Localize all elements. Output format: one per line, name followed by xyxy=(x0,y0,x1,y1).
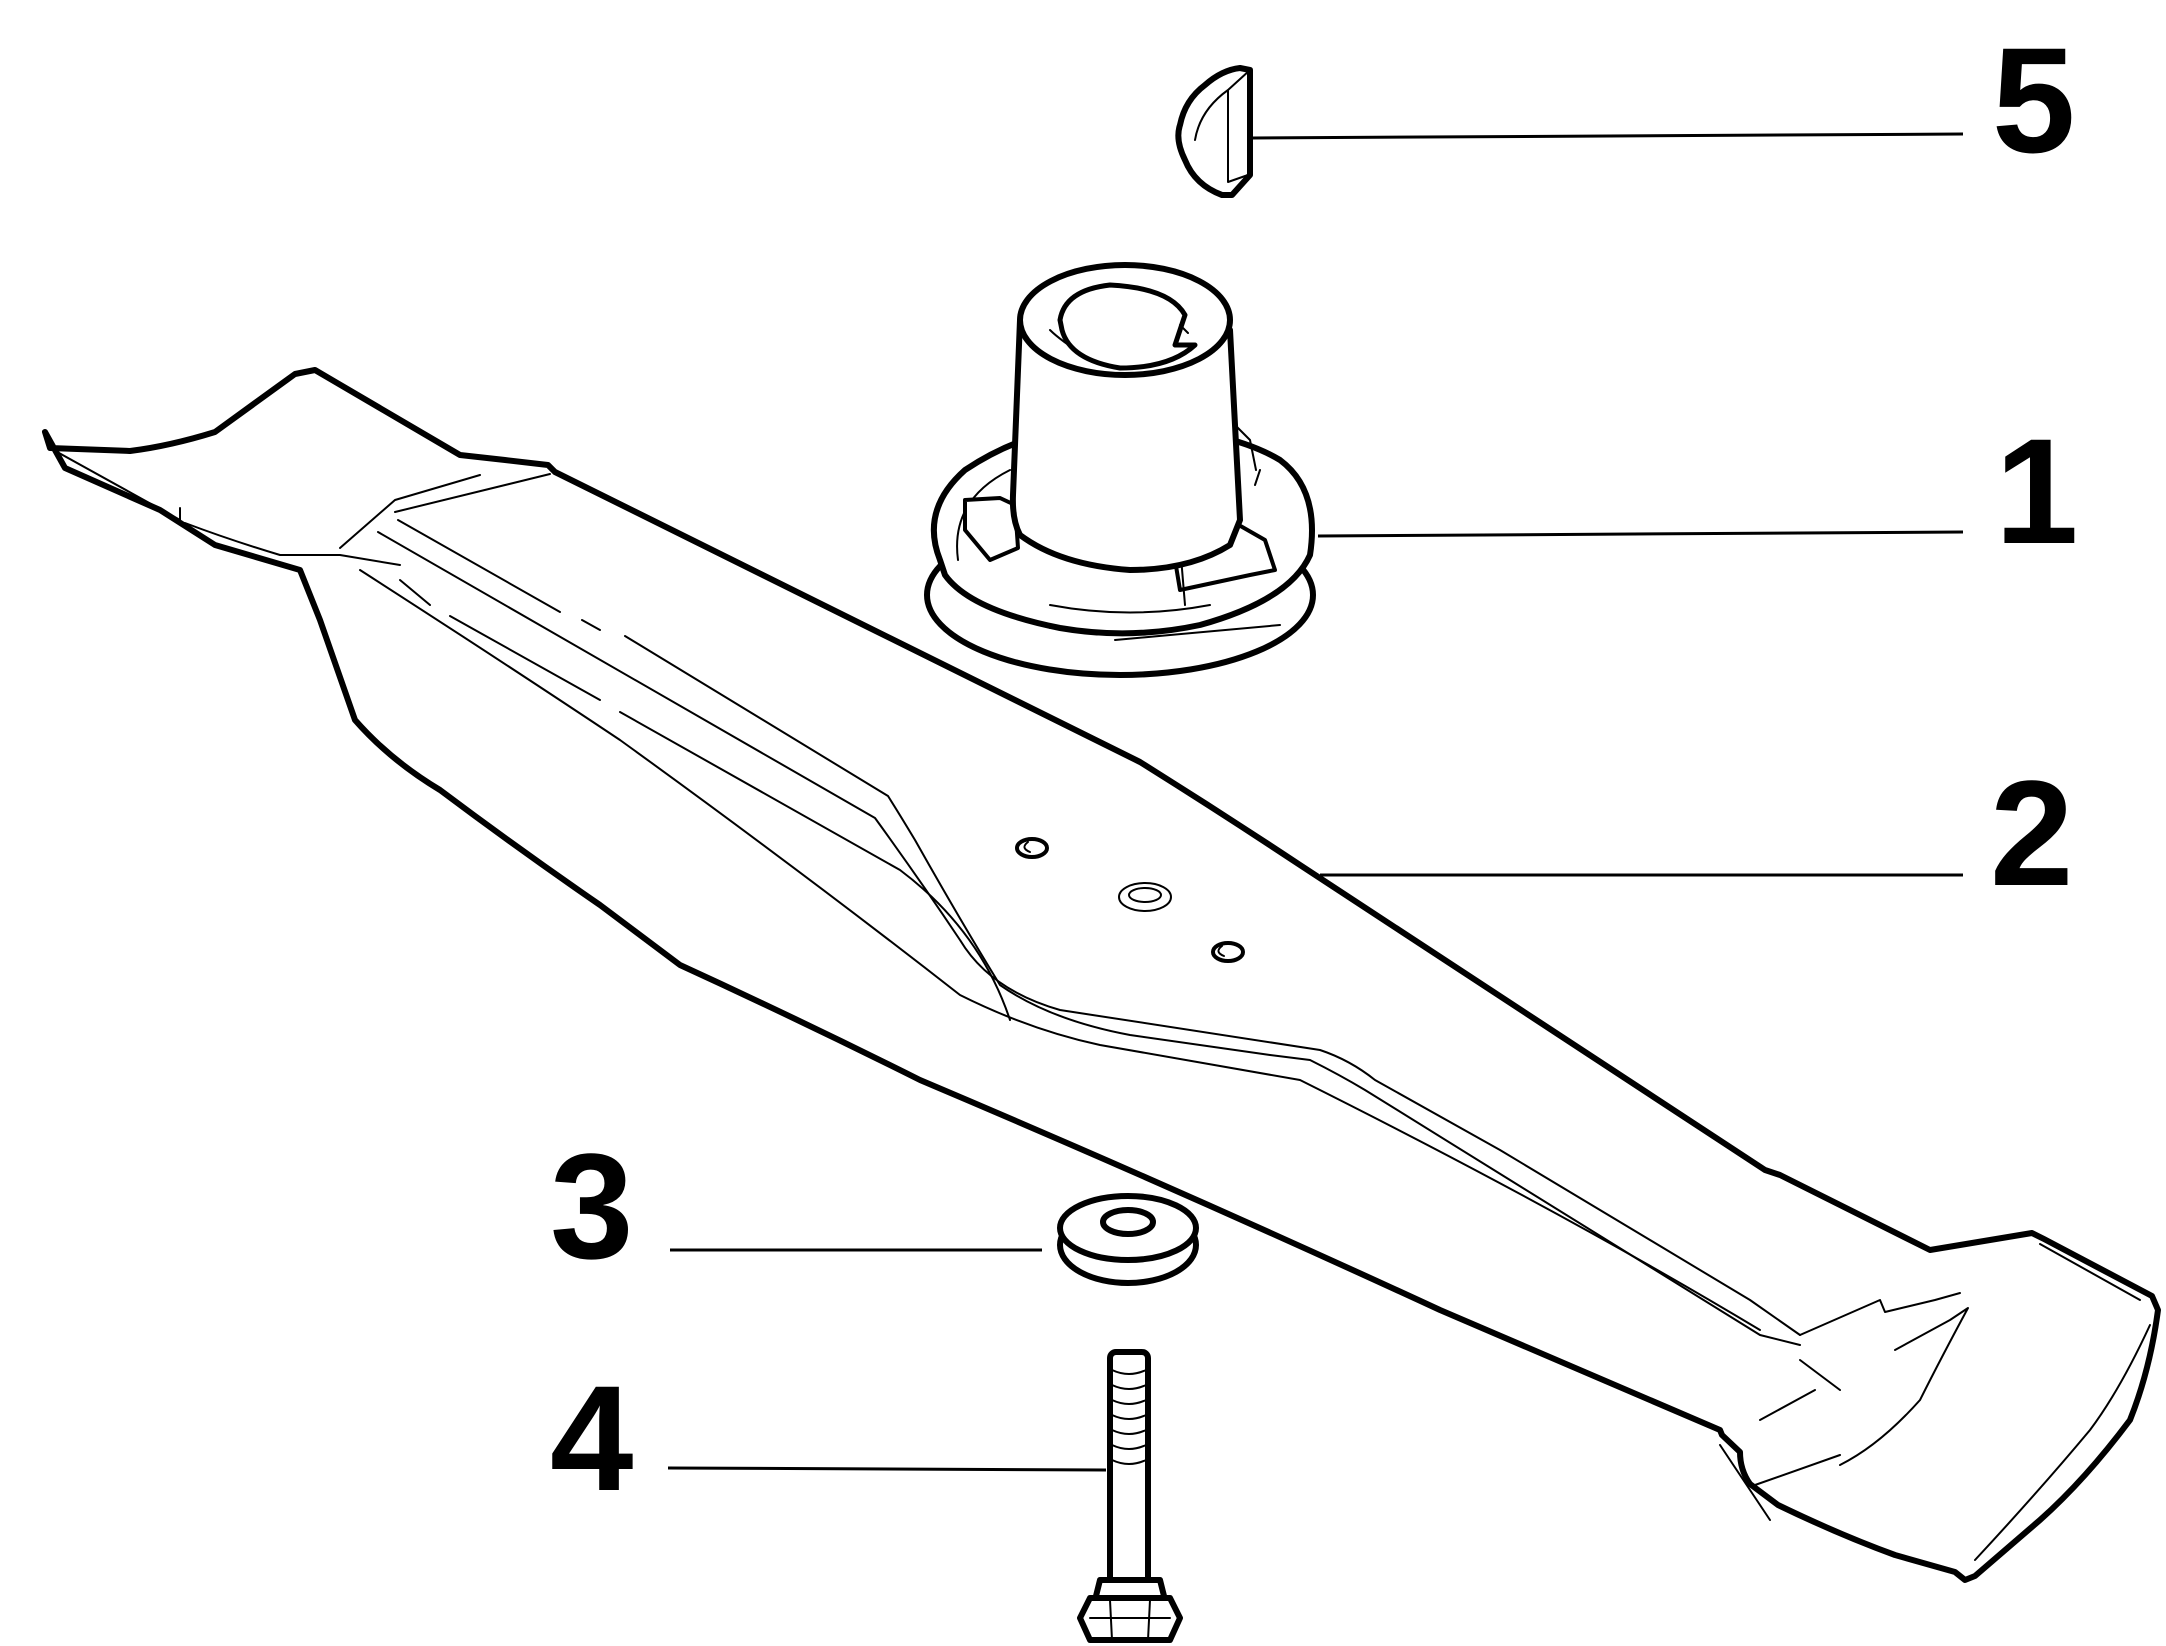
blade-center-rib xyxy=(399,579,1011,1021)
bolt-threads xyxy=(1111,1369,1147,1465)
blade-spine-top xyxy=(397,519,1801,1346)
leader-lines xyxy=(667,132,1964,1472)
blade-part xyxy=(42,367,2161,1583)
blade-left-wing xyxy=(339,473,551,549)
hub-adapter-part xyxy=(924,262,1316,678)
bolt-part xyxy=(1077,1349,1183,1643)
hub-bore-detail xyxy=(1049,289,1189,377)
callout-labels: 5 1 2 3 4 xyxy=(550,16,2078,1522)
leader-line-5 xyxy=(1251,132,1964,140)
leader-line-4 xyxy=(667,1466,1107,1472)
callout-3: 3 xyxy=(550,1122,633,1290)
blade-tip-bevel xyxy=(1974,1243,2151,1561)
callout-5: 5 xyxy=(1992,16,2075,184)
washer-detail xyxy=(1069,1244,1186,1261)
key-body xyxy=(1175,65,1253,198)
woodruff-key-part xyxy=(1175,65,1253,198)
blade-pin-hole-right-mark xyxy=(1217,945,1225,957)
hub-bore xyxy=(1057,282,1198,371)
hub-notch-left xyxy=(963,496,1020,562)
blade-pin-hole-right xyxy=(1211,941,1245,963)
blade-right-wing xyxy=(1759,1292,1969,1466)
leader-line-1 xyxy=(1317,530,1964,538)
blade-outline xyxy=(42,367,2161,1583)
blade-left-bevel xyxy=(49,447,401,566)
washer-part xyxy=(1057,1193,1199,1286)
blade-leading-edge xyxy=(1719,1444,1841,1521)
blade-center-hole-inner xyxy=(1128,887,1162,903)
blade-inner-edge xyxy=(359,569,1761,1331)
bolt-hex-edges xyxy=(1089,1599,1171,1641)
blade-pin-hole-left-mark xyxy=(1023,841,1031,853)
callout-4: 4 xyxy=(550,1354,633,1522)
key-face xyxy=(1194,69,1251,183)
washer-hole xyxy=(1100,1207,1156,1237)
callout-2: 2 xyxy=(1990,749,2073,917)
blade-pin-hole-left xyxy=(1015,837,1049,859)
callout-1: 1 xyxy=(1995,407,2078,575)
